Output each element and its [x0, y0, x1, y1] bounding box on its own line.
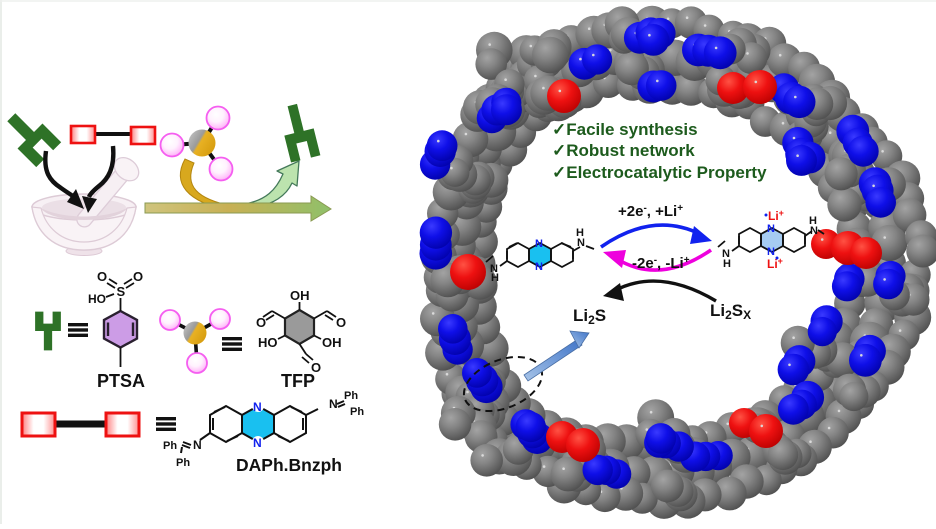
svg-text:Li2SX: Li2SX	[710, 301, 751, 322]
svg-text:N: N	[767, 223, 775, 235]
svg-text:PTSA: PTSA	[97, 371, 145, 391]
svg-text:✓Robust network: ✓Robust network	[552, 141, 695, 160]
svg-text:N: N	[490, 263, 498, 275]
svg-text:O: O	[311, 360, 321, 375]
svg-text:N: N	[535, 238, 543, 250]
svg-text:O: O	[97, 269, 107, 284]
svg-text:O: O	[133, 269, 143, 284]
svg-text:Ph: Ph	[176, 457, 190, 469]
svg-text:N: N	[577, 237, 585, 249]
svg-text:N: N	[535, 261, 543, 273]
svg-text:H: H	[723, 258, 731, 270]
svg-text:HO: HO	[88, 292, 106, 306]
svg-text:✓Facile synthesis: ✓Facile synthesis	[552, 120, 698, 139]
svg-text:OH: OH	[322, 335, 342, 350]
svg-text:Ph: Ph	[163, 440, 177, 452]
svg-text:H: H	[491, 272, 499, 284]
svg-text:HO: HO	[258, 335, 278, 350]
svg-text:N: N	[767, 246, 775, 258]
svg-text:-2e-, -Li+: -2e-, -Li+	[632, 255, 690, 272]
svg-text:Ph: Ph	[350, 406, 364, 418]
svg-text:DAPh.Bnzph: DAPh.Bnzph	[236, 455, 342, 475]
svg-text:N: N	[810, 225, 818, 237]
svg-text:OH: OH	[290, 288, 310, 303]
svg-text:N: N	[253, 400, 262, 414]
svg-text:Li2S: Li2S	[573, 306, 606, 327]
svg-text:O: O	[336, 315, 346, 330]
svg-text:N: N	[329, 397, 338, 411]
svg-text:TFP: TFP	[281, 371, 315, 391]
svg-text:+2e-, +Li+: +2e-, +Li+	[618, 203, 683, 220]
svg-text:H: H	[809, 215, 817, 227]
svg-text:N: N	[193, 438, 202, 452]
svg-text:✓Electrocatalytic Property: ✓Electrocatalytic Property	[552, 163, 767, 182]
svg-text:Ph: Ph	[344, 390, 358, 402]
svg-text:N: N	[253, 436, 262, 450]
svg-text:H: H	[576, 227, 584, 239]
svg-text:S: S	[117, 284, 126, 299]
svg-text:N: N	[722, 248, 730, 260]
svg-text:O: O	[256, 315, 266, 330]
